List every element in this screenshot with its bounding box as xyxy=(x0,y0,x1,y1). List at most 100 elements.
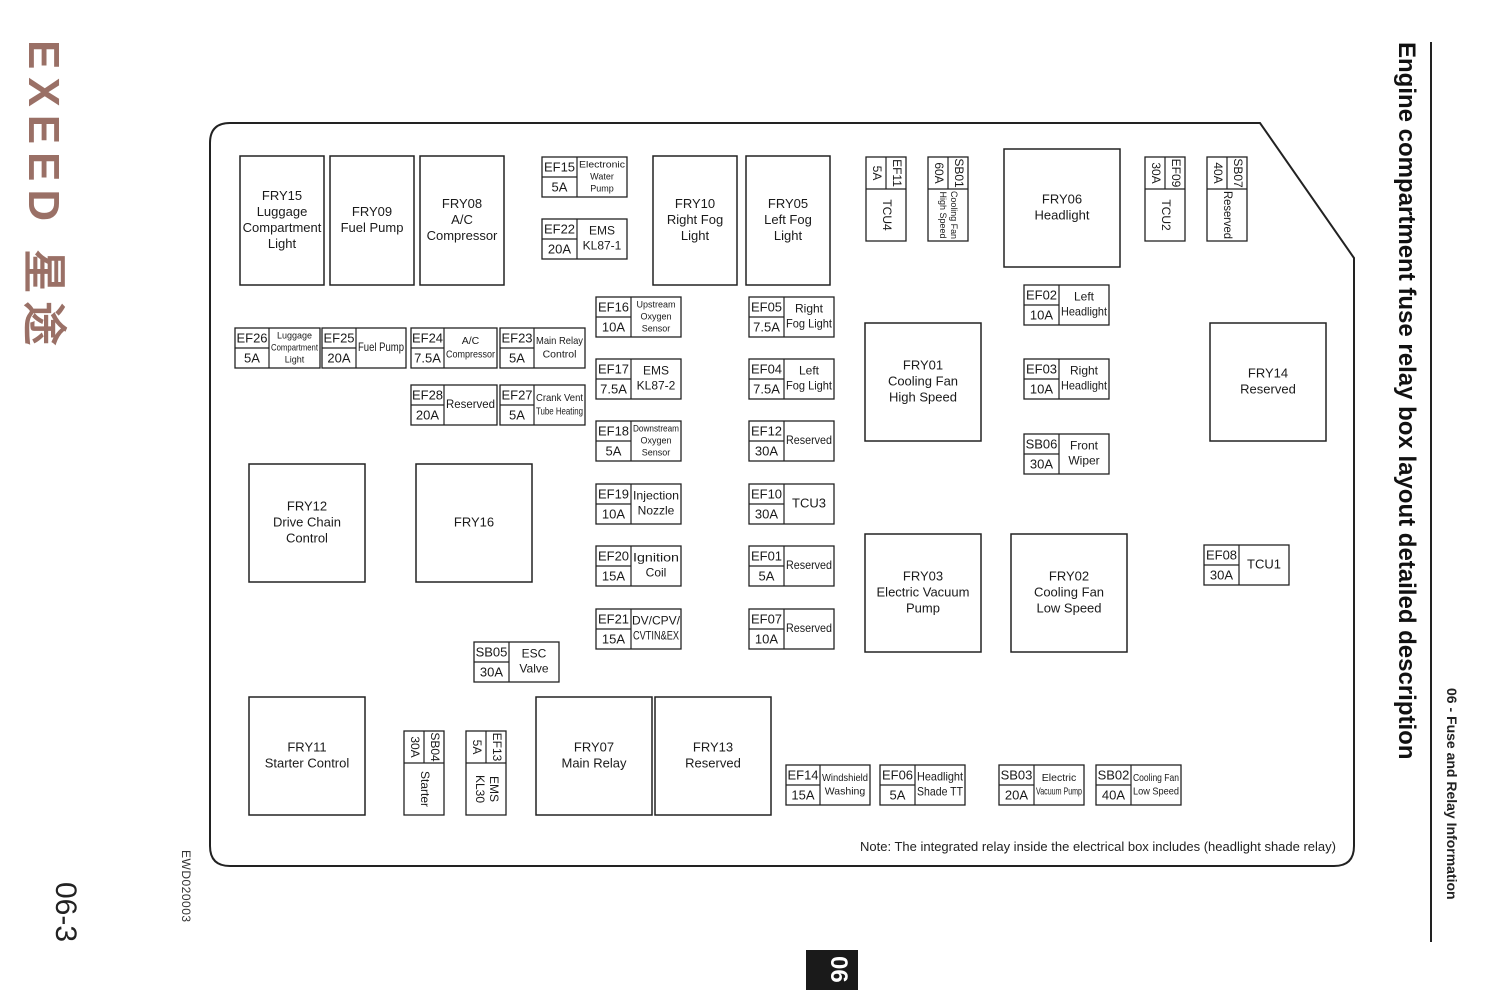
relay-label: FRY10 xyxy=(675,196,715,211)
relay-fry16: FRY16 xyxy=(415,463,533,583)
fuse-amperage: 30A xyxy=(1210,567,1233,582)
fuse-code: EF08 xyxy=(1206,547,1237,562)
fuse-description: KL30 xyxy=(473,775,487,803)
relay-label: Control xyxy=(286,530,328,545)
relay-label: Light xyxy=(268,236,297,251)
relay-label: High Speed xyxy=(889,389,957,404)
fuse-description: DV/CPV/ xyxy=(632,614,681,628)
fuse-box xyxy=(321,327,407,369)
fuse-code: EF27 xyxy=(501,387,532,402)
fuse-code: EF26 xyxy=(236,330,267,345)
relay-box xyxy=(1209,322,1327,442)
fuse-code: SB03 xyxy=(1001,767,1033,782)
fuse-code: EF16 xyxy=(598,299,629,314)
fuse-description: TCU1 xyxy=(1247,556,1281,571)
relay-box xyxy=(419,155,505,286)
fuse-code: EF12 xyxy=(751,423,782,438)
fuse-code: EF22 xyxy=(544,221,575,236)
relay-label: Main Relay xyxy=(561,755,627,770)
fuse-description: Washing xyxy=(825,786,866,798)
diagram-note: Note: The integrated relay inside the el… xyxy=(860,839,1336,854)
fuse-amperage: 5A xyxy=(470,740,484,755)
relay-label: A/C xyxy=(451,212,473,227)
fuse-description: Cooling Fan xyxy=(1133,772,1179,784)
relay-label: Headlight xyxy=(1035,207,1090,222)
relay-label: Drive Chain xyxy=(273,514,341,529)
fuse-amperage: 15A xyxy=(791,787,814,802)
fuse-amperage: 30A xyxy=(1030,456,1053,471)
fuse-code: EF06 xyxy=(882,767,913,782)
fuse-code: EF07 xyxy=(751,611,782,626)
fuse-description: Sensor xyxy=(642,323,671,333)
fuse-code: EF14 xyxy=(787,767,818,782)
fuse-amperage: 10A xyxy=(602,319,625,334)
relay-box xyxy=(248,463,366,583)
fuse-amperage: 7.5A xyxy=(753,319,780,334)
fuse-amperage: 10A xyxy=(1030,381,1053,396)
fuse-description: A/C xyxy=(462,335,480,347)
relay-box xyxy=(1010,533,1128,653)
fuse-description: Crank Vent xyxy=(536,392,583,404)
fuse-description: TCU4 xyxy=(880,199,894,231)
fuse-amperage: 5A xyxy=(890,787,906,802)
fuse-amperage: 20A xyxy=(416,407,439,422)
fuse-description: Pump xyxy=(590,183,614,193)
fuse-description: Luggage xyxy=(277,330,312,340)
fuse-description: Oxygen xyxy=(640,311,671,321)
relay-label: Light xyxy=(774,228,803,243)
fuse-description: EMS xyxy=(589,224,615,238)
fuse-code: EF11 xyxy=(890,159,904,187)
relay-label: Cooling Fan xyxy=(888,373,958,388)
fuse-amperage: 20A xyxy=(1005,787,1028,802)
relay-label: FRY03 xyxy=(903,568,943,583)
fuse-amperage: 30A xyxy=(408,736,422,757)
fuse-amperage: 5A xyxy=(244,350,260,365)
relay-label: FRY08 xyxy=(442,196,482,211)
fuse-amperage: 7.5A xyxy=(414,350,441,365)
fuse-code: SB06 xyxy=(1026,436,1058,451)
relay-label: Reserved xyxy=(1240,381,1296,396)
relay-label: Low Speed xyxy=(1036,600,1101,615)
fuse-code: EF02 xyxy=(1026,287,1057,302)
relay-box xyxy=(1003,148,1121,268)
fuse-description: Fog Light xyxy=(786,317,833,331)
fuse-description: CVTIN&EX xyxy=(633,629,679,643)
fuse-code: EF20 xyxy=(598,548,629,563)
fuse-code: EF21 xyxy=(598,611,629,626)
fuse-description: Electronic xyxy=(579,159,626,169)
fuse-description: Cooling Fan xyxy=(949,191,959,239)
fuse-amperage: 10A xyxy=(1030,307,1053,322)
fuse-description: Left xyxy=(1074,290,1095,304)
fuse-amperage: 40A xyxy=(1102,787,1125,802)
fuse-description: Sensor xyxy=(642,447,671,457)
fuse-description: Headlight xyxy=(917,770,964,784)
fuse-description: Reserved xyxy=(786,558,832,572)
fuse-amperage: 30A xyxy=(755,506,778,521)
fuse-description: Control xyxy=(543,349,577,361)
fuse-amperage: 5A xyxy=(552,179,568,194)
fuse-amperage: 5A xyxy=(759,568,775,583)
fuse-description: Upstream xyxy=(636,299,675,309)
